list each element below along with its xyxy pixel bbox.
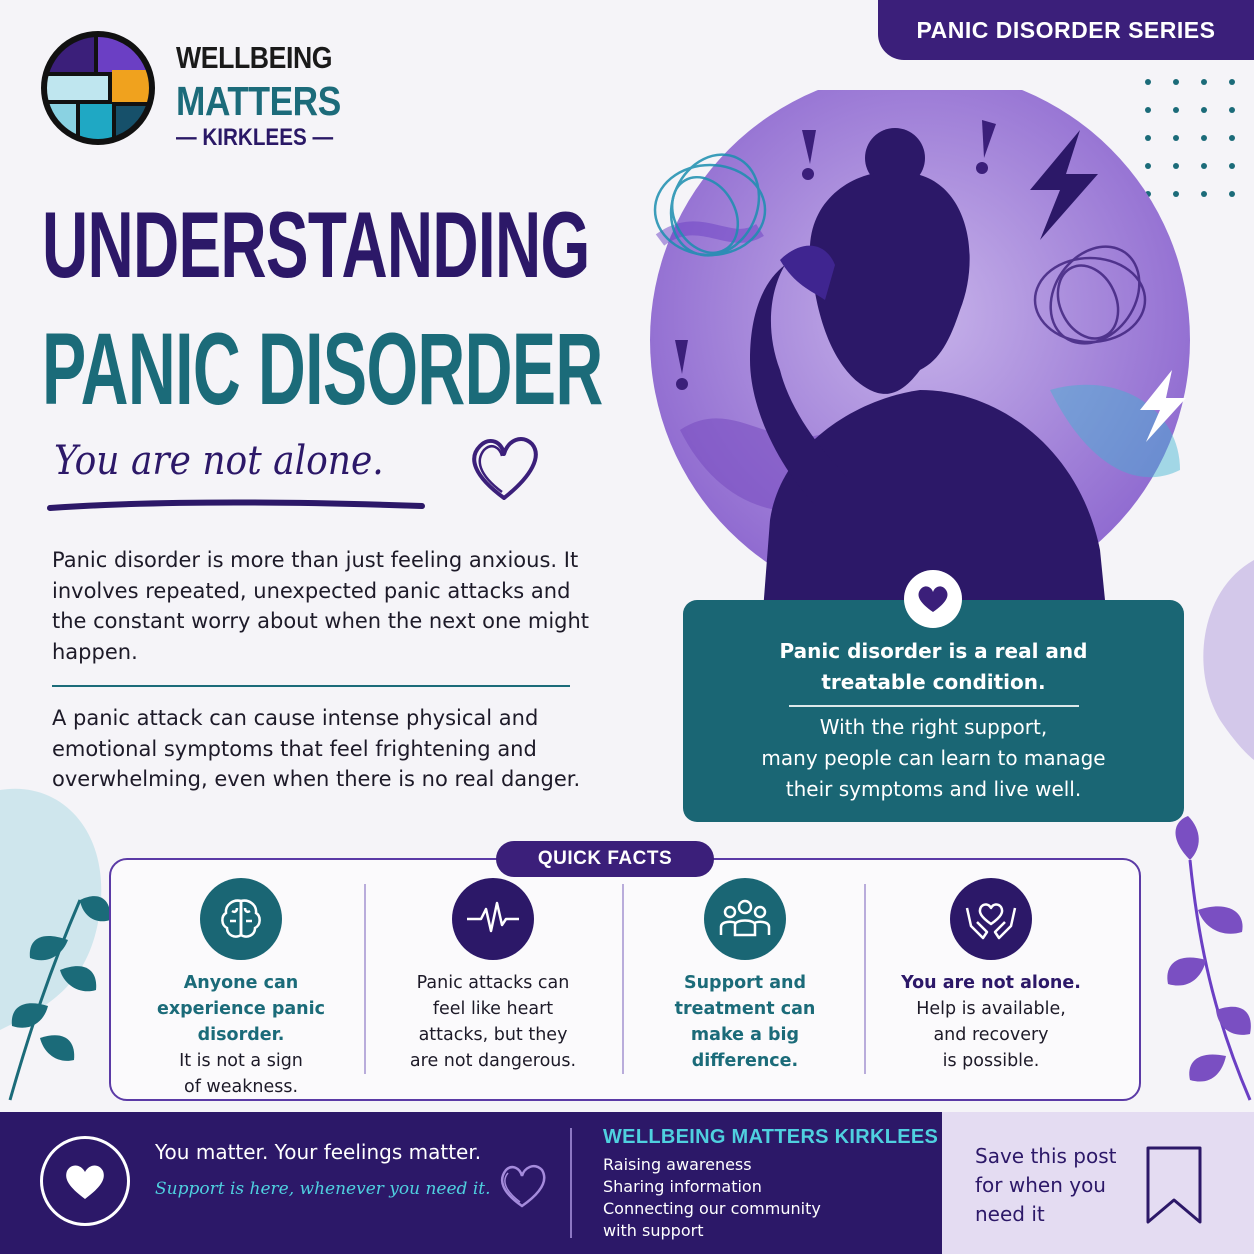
hands-heart-icon: [950, 878, 1032, 960]
real-condition-body: With the right support, many people can …: [761, 715, 1106, 801]
brand-line-kirklees: — KIRKLEES —: [176, 124, 334, 151]
tagline: You are not alone.: [54, 438, 384, 484]
fact-item-support: Support and treatment can make a big dif…: [620, 878, 870, 1074]
org-name: WELLBEING MATTERS KIRKLEES: [603, 1126, 939, 1148]
heart-circle-icon: [40, 1136, 130, 1226]
dot-pattern-decoration: [1145, 79, 1235, 197]
fact-item-anyone: Anyone can experience panic disorder. It…: [116, 878, 366, 1100]
anxious-person-illustration: [650, 90, 1190, 650]
footer-bar: [0, 1112, 942, 1254]
quick-facts-label: QUICK FACTS: [496, 841, 714, 877]
footer-message: You matter. Your feelings matter.: [155, 1140, 482, 1164]
wellbeing-logo-icon: [41, 31, 155, 145]
heart-badge-icon: [904, 570, 962, 628]
page-title-line2: PANIC DISORDER: [42, 312, 603, 426]
facts-separator: [622, 884, 624, 1074]
heartbeat-icon: [452, 878, 534, 960]
brand-line-matters: MATTERS: [176, 78, 341, 124]
org-line: Sharing information: [603, 1177, 762, 1196]
org-line: Raising awareness: [603, 1155, 752, 1174]
brush-underline-decoration: [47, 499, 425, 511]
people-group-icon: [704, 878, 786, 960]
heart-doodle-icon: [501, 1165, 546, 1208]
fact-item-not-alone: You are not alone. Help is available, an…: [866, 878, 1116, 1074]
section-divider: [52, 685, 570, 687]
bookmark-icon[interactable]: [1144, 1144, 1204, 1226]
save-post-panel[interactable]: [942, 1112, 1254, 1254]
fact-item-heart-attacks: Panic attacks can feel like heart attack…: [368, 878, 618, 1074]
real-condition-card: Panic disorder is a real and treatable c…: [683, 600, 1184, 822]
footer-separator: [570, 1128, 572, 1238]
leaf-decoration-right: [1167, 560, 1254, 1101]
save-post-text: Save this post for when you need it: [975, 1144, 1117, 1226]
heart-doodle-icon: [472, 437, 538, 500]
intro-paragraph-2: A panic attack can cause intense physica…: [52, 706, 581, 791]
org-line: Connecting our community: [603, 1199, 821, 1218]
brand-line-wellbeing: WELLBEING: [176, 40, 333, 75]
page-title-line1: UNDERSTANDING: [42, 192, 590, 297]
org-line: with support: [603, 1221, 704, 1240]
footer-support-message: Support is here, whenever you need it.: [155, 1179, 491, 1199]
card-divider: [789, 705, 1079, 707]
leaf-decoration-left: [0, 788, 111, 1101]
facts-separator: [864, 884, 866, 1074]
real-condition-title: Panic disorder is a real and treatable c…: [779, 639, 1088, 694]
series-tab: PANIC DISORDER SERIES: [878, 0, 1254, 60]
brain-icon: [200, 878, 282, 960]
facts-separator: [364, 884, 366, 1074]
intro-paragraph-1: Panic disorder is more than just feeling…: [52, 548, 590, 664]
